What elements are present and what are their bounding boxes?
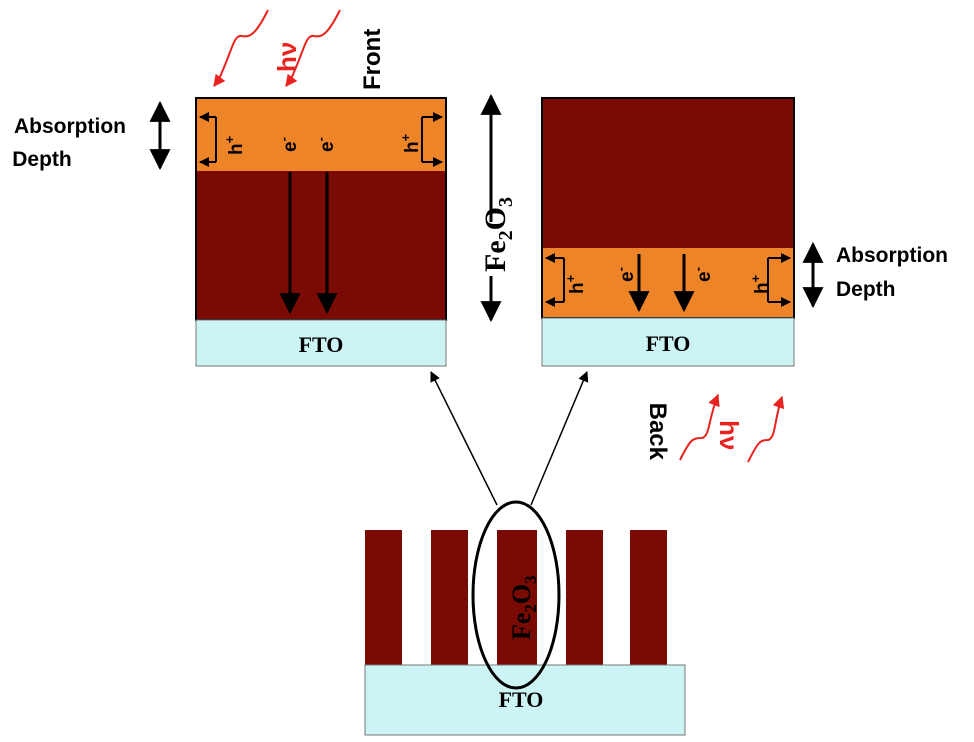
incident-light-arrow bbox=[679, 393, 720, 461]
absorption-layer bbox=[197, 99, 445, 171]
electron-label: e- bbox=[690, 267, 715, 282]
hole-label: h+ bbox=[748, 274, 773, 294]
svg-text:h+: h+ bbox=[222, 135, 247, 155]
absorption-layer bbox=[543, 248, 793, 317]
incident-light-arrow bbox=[285, 9, 341, 87]
absorption-depth-label: Absorption bbox=[14, 115, 126, 138]
svg-text:e-: e- bbox=[613, 267, 638, 282]
hole-label: h+ bbox=[398, 133, 423, 153]
svg-text:h+: h+ bbox=[563, 274, 588, 294]
nanorod bbox=[630, 530, 667, 665]
svg-text:Fe2O3: Fe2O3 bbox=[507, 575, 540, 640]
fto-label: FTO bbox=[299, 332, 344, 357]
incident-light-arrow bbox=[747, 395, 785, 463]
fto-substrate bbox=[195, 319, 447, 367]
absorption-depth-label: Depth bbox=[12, 148, 72, 171]
hole-label: h+ bbox=[222, 135, 247, 155]
incident-light-arrow bbox=[213, 9, 269, 87]
electron-label: e- bbox=[313, 137, 338, 152]
back-illumination-panel: FTO e- e- h+ h+ Absorption Depth Back bbox=[541, 97, 948, 463]
zoom-pointer-arrow bbox=[430, 371, 498, 506]
fto-label: FTO bbox=[646, 331, 691, 356]
photon-energy-label: hν bbox=[714, 420, 744, 450]
nanorod bbox=[365, 530, 402, 665]
svg-text:Fe2O3: Fe2O3 bbox=[479, 197, 517, 272]
fe2o3-label: Fe2O3 bbox=[507, 575, 540, 640]
film-thickness-indicator: Fe2O3 bbox=[479, 93, 517, 323]
svg-text:hν: hν bbox=[714, 420, 744, 450]
front-illumination-panel: FTO e- e- h+ h+ Absorption Depth bbox=[12, 9, 447, 367]
hole-label: h+ bbox=[563, 274, 588, 294]
nanorod-array: FTO Fe2O3 bbox=[364, 371, 686, 736]
svg-text:hν: hν bbox=[272, 42, 302, 72]
zoom-pointer-arrow bbox=[530, 371, 589, 506]
nanorod bbox=[497, 530, 537, 665]
front-label: Front bbox=[359, 29, 386, 90]
fto-substrate bbox=[541, 317, 795, 367]
fto-label: FTO bbox=[499, 687, 544, 712]
photon-energy-label: hν bbox=[272, 42, 302, 72]
svg-text:h+: h+ bbox=[398, 133, 423, 153]
fto-substrate bbox=[364, 664, 686, 736]
svg-text:e-: e- bbox=[276, 137, 301, 152]
electron-label: e- bbox=[276, 137, 301, 152]
back-label: Back bbox=[644, 403, 671, 461]
svg-text:h+: h+ bbox=[748, 274, 773, 294]
selection-ellipse bbox=[471, 500, 561, 690]
nanorod bbox=[566, 530, 603, 665]
nanorod bbox=[431, 530, 468, 665]
svg-text:Front: Front bbox=[359, 29, 386, 90]
fe2o3-label: Fe2O3 bbox=[479, 197, 517, 272]
absorption-depth-label: Absorption bbox=[836, 244, 948, 267]
svg-text:e-: e- bbox=[690, 267, 715, 282]
svg-text:e-: e- bbox=[313, 137, 338, 152]
absorption-depth-label: Depth bbox=[836, 278, 896, 301]
svg-text:Back: Back bbox=[644, 403, 671, 461]
electron-label: e- bbox=[613, 267, 638, 282]
